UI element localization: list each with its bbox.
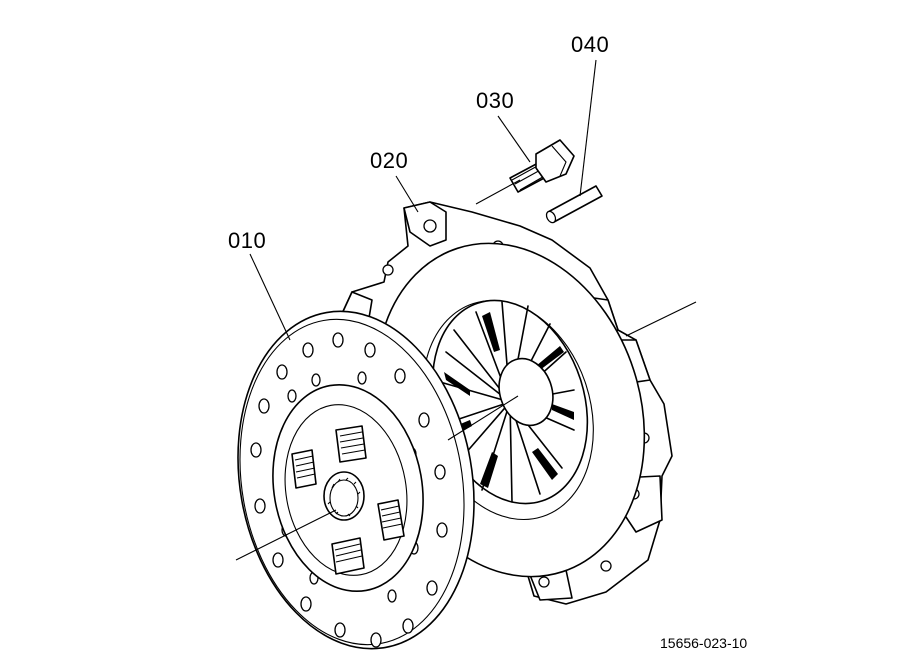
reference-code: 15656-023-10 [660, 635, 747, 651]
pressure-plate-icon [339, 201, 673, 605]
callout-030: 030 [476, 88, 514, 113]
clutch-disc-icon [237, 310, 475, 650]
callout-010: 010 [228, 228, 266, 253]
callout-040: 040 [571, 32, 609, 57]
bolt-icon [509, 139, 575, 193]
leader-lines [235, 59, 697, 561]
dowel-pin-icon [545, 185, 603, 224]
callout-020: 020 [370, 148, 408, 173]
